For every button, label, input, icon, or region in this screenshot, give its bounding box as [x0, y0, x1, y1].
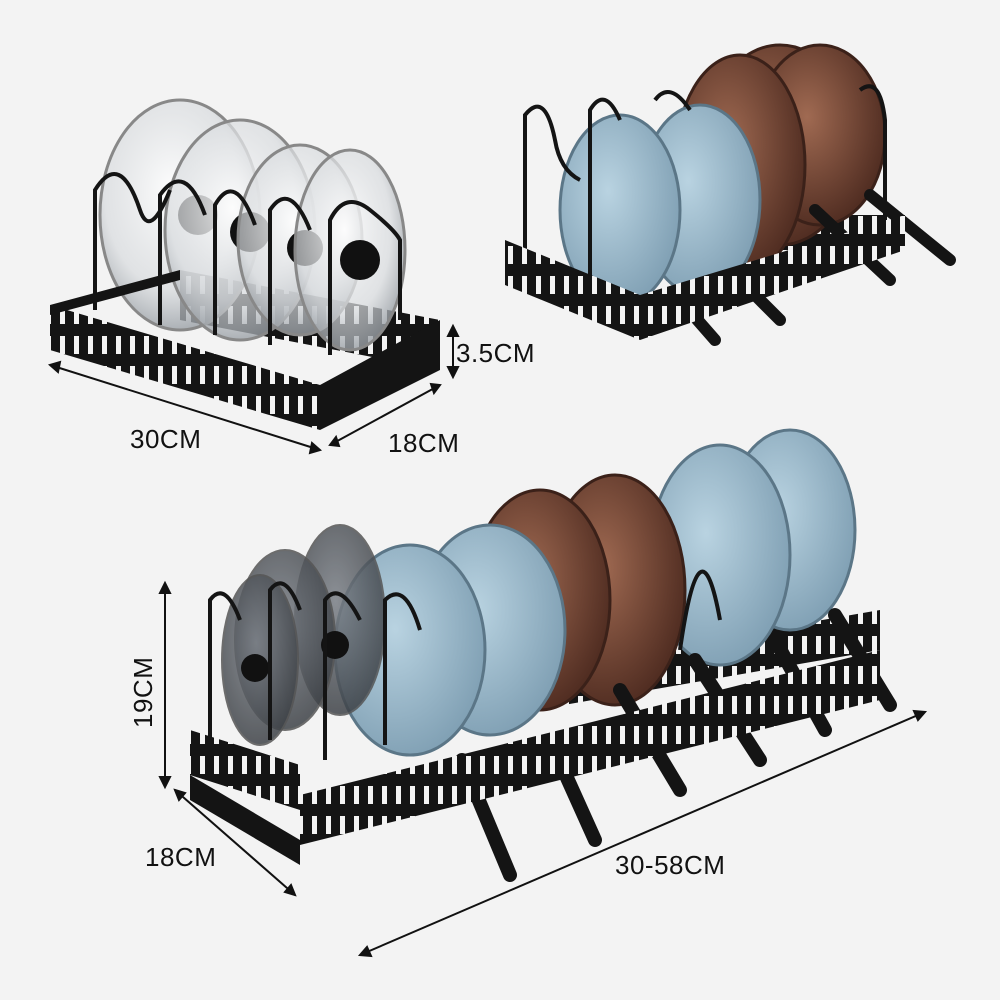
small-rack-width-label: 30CM: [130, 424, 202, 454]
large-rack-with-pans: [190, 428, 897, 882]
large-rack-height-label: 19CM: [128, 656, 158, 728]
small-rack-dimensions: [47, 323, 460, 455]
small-rack-length-label: 18CM: [388, 428, 460, 458]
small-rack-front-rail: [50, 305, 320, 430]
medium-rack-dividers: [523, 84, 887, 280]
large-rack-length-label: 18CM: [145, 842, 217, 872]
small-rack-with-lids: [50, 98, 440, 430]
medium-rack-with-pans: [505, 43, 956, 346]
small-rack-dividers: [93, 172, 402, 355]
large-rack-dimensions: [158, 580, 928, 958]
large-rack-dividers: [208, 569, 722, 760]
small-rack-depth-label: 3.5CM: [456, 338, 536, 368]
small-rack-side-rail: [320, 320, 440, 430]
lid-knob: [340, 240, 380, 280]
large-rack-width-label: 30-58CM: [615, 850, 726, 880]
